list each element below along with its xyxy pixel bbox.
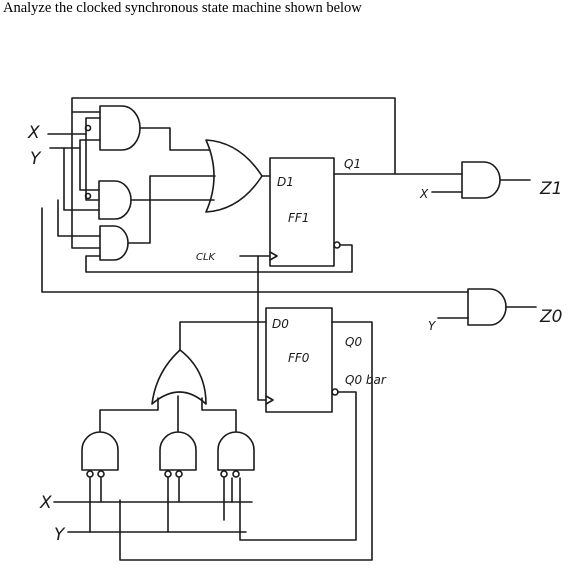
x-input-label-bottom: X <box>39 493 52 513</box>
and-gate-4 <box>81 431 119 471</box>
z0-output-label: Z0 <box>539 307 562 327</box>
clock-label: CLK <box>196 252 217 263</box>
and-gate-2 <box>98 180 132 220</box>
x-input-label-top: X <box>27 123 40 143</box>
svg-text:D1: D1 <box>277 175 294 189</box>
y-input-label-bottom: Y <box>54 525 66 545</box>
and-gate-1 <box>99 105 141 151</box>
wires <box>41 97 537 561</box>
svg-text:FF0: FF0 <box>288 351 310 365</box>
svg-text:FF1: FF1 <box>288 211 309 225</box>
y-input-label-top: Y <box>30 149 42 169</box>
ff1-flipflop: D1 FF1 <box>269 157 341 267</box>
and-gate-6 <box>217 431 255 471</box>
q0bar-label: Q0 bar <box>345 373 387 387</box>
svg-text:D0: D0 <box>272 317 289 331</box>
and-gate-z1 <box>461 161 501 199</box>
inversion-bubbles <box>84 124 240 478</box>
z1-output-label: Z1 <box>539 179 562 199</box>
and-gate-5 <box>159 431 197 471</box>
z0-y-label: Y <box>428 319 437 333</box>
and-gate-3 <box>99 225 129 261</box>
q0-label: Q0 <box>345 335 362 349</box>
and-gate-z0 <box>467 288 507 326</box>
q1-label: Q1 <box>344 157 361 171</box>
question-text: Analyze the clocked synchronous state ma… <box>3 0 362 16</box>
or-gate-d0 <box>151 349 207 405</box>
ff0-flipflop: D0 FF0 <box>265 307 339 413</box>
z1-x-label: X <box>419 187 429 201</box>
